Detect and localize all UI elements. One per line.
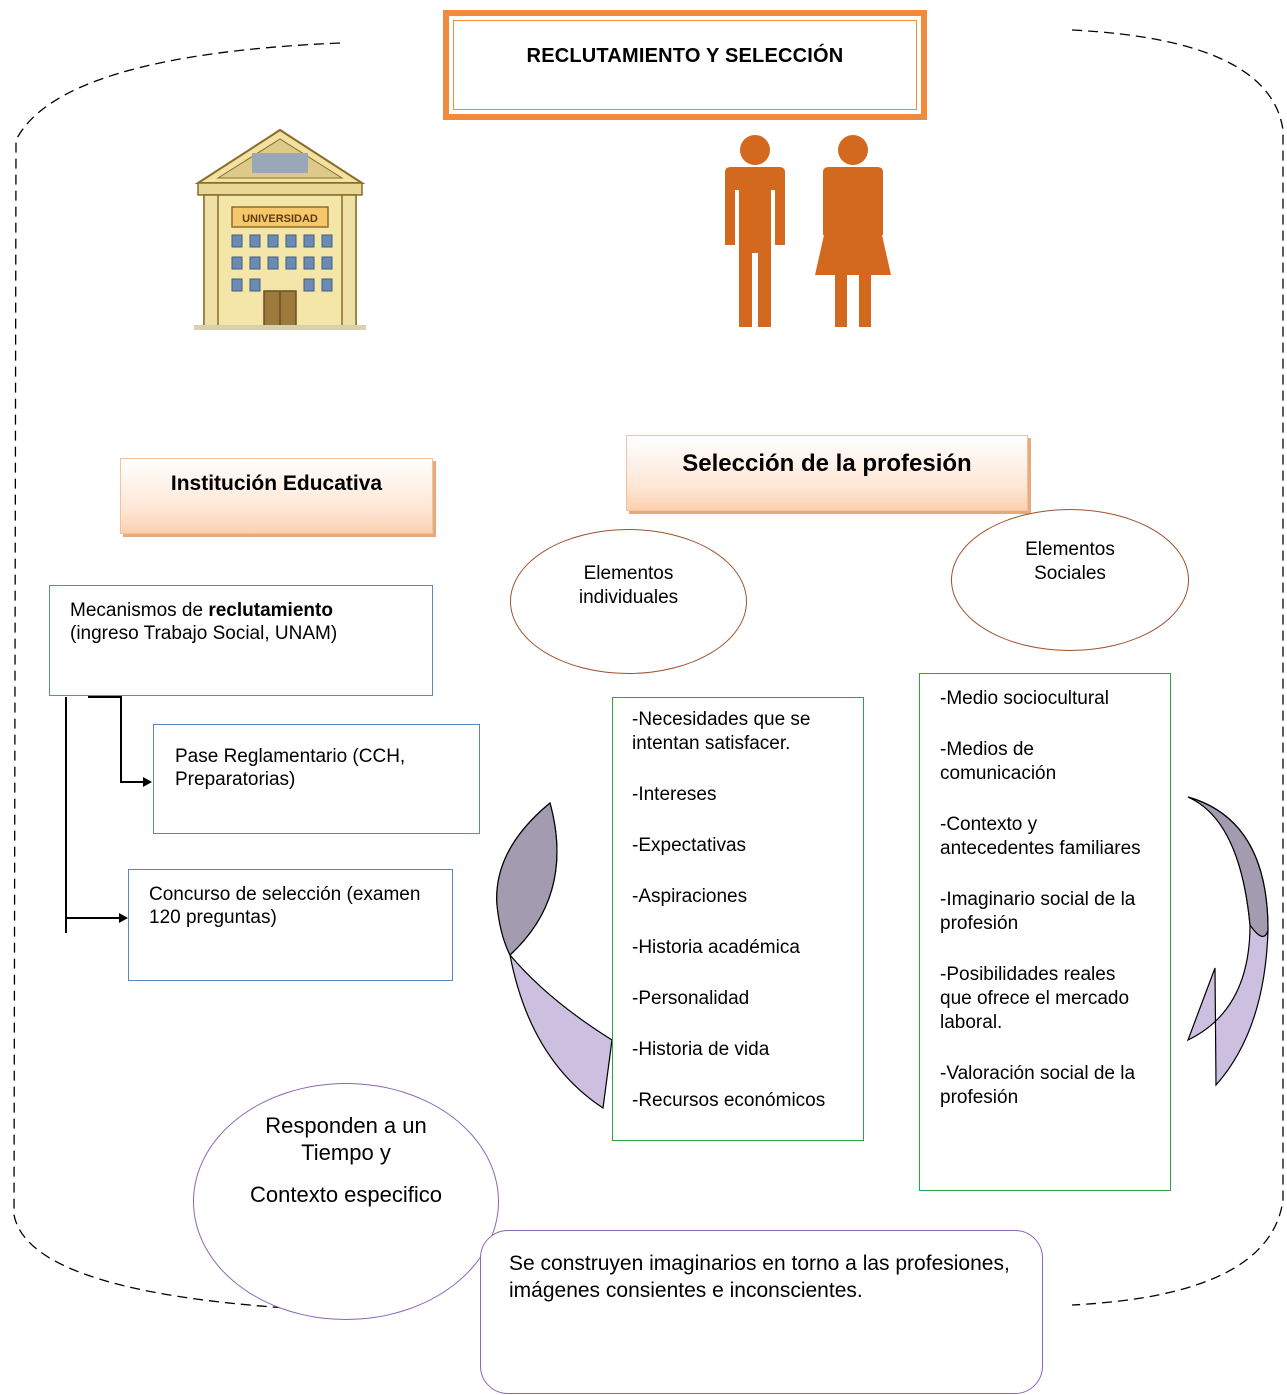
individuales-list: -Necesidades que se intentan satisfacer.…: [612, 697, 864, 1141]
individual-item: -Necesidades que se intentan satisfacer.: [632, 709, 811, 754]
imaginarios-text: Se construyen imaginarios en torno a las…: [509, 1252, 1010, 1302]
mecanismos-box: Mecanismos de reclutamiento (ingreso Tra…: [49, 585, 433, 696]
elementos-individuales-ellipse: Elementos individuales: [510, 529, 747, 674]
individual-item: -Aspiraciones: [632, 886, 748, 907]
social-item: -Valoración social de la profesión: [940, 1063, 1136, 1108]
social-item: -Imaginario social de la profesión: [940, 889, 1136, 934]
mecanismos-bold: reclutamiento: [208, 600, 333, 621]
contexto-text: Contexto especifico: [250, 1182, 442, 1207]
imaginarios-box: Se construyen imaginarios en torno a las…: [480, 1230, 1043, 1394]
curved-arrow-left: [496, 801, 613, 1110]
concurso-text: Concurso de selección (examen 120 pregun…: [149, 884, 421, 928]
tiempo-text: Responden a un Tiempo y: [265, 1113, 427, 1165]
individual-item: -Recursos económicos: [632, 1090, 826, 1111]
sociales-list: -Medio sociocultural -Medios de comunica…: [919, 673, 1171, 1191]
individual-item: -Historia de vida: [632, 1039, 770, 1060]
individual-item: -Intereses: [632, 784, 717, 805]
mecanismos-prefix: Mecanismos de: [70, 600, 209, 621]
curved-arrow-right: [1186, 796, 1269, 1087]
elementos-sociales-ellipse: Elementos Sociales: [951, 509, 1189, 651]
mecanismos-detail: (ingreso Trabajo Social, UNAM): [70, 623, 338, 644]
dashed-frame-top-right: [1071, 29, 1284, 1306]
seleccion-heading-text: Selección de la profesión: [682, 450, 972, 477]
university-sign-text: UNIVERSIDAD: [242, 213, 318, 225]
pase-text: Pase Reglamentario (CCH, Preparatorias): [175, 746, 406, 790]
concurso-box: Concurso de selección (examen 120 pregun…: [128, 869, 453, 981]
social-item: -Posibilidades reales que ofrece el merc…: [940, 964, 1130, 1033]
title-box: RECLUTAMIENTO Y SELECCIÓN: [443, 10, 927, 120]
connector-lines: [65, 696, 150, 933]
diagram-title: RECLUTAMIENTO Y SELECCIÓN: [526, 45, 844, 67]
elementos-sociales-text: Elementos Sociales: [1025, 539, 1115, 584]
seleccion-heading: Selección de la profesión: [626, 435, 1028, 511]
arrow-head-pase: [143, 777, 152, 787]
pase-box: Pase Reglamentario (CCH, Preparatorias): [153, 724, 480, 834]
individual-item: -Personalidad: [632, 988, 750, 1009]
individual-item: -Expectativas: [632, 835, 747, 856]
social-item: -Medio sociocultural: [940, 688, 1109, 709]
university-building-icon: UNIVERSIDAD: [194, 128, 366, 330]
institucion-heading-text: Institución Educativa: [170, 472, 383, 495]
institucion-heading: Institución Educativa: [120, 458, 433, 534]
people-icon: [725, 135, 891, 327]
arrow-head-concurso: [119, 913, 128, 923]
individual-item: -Historia académica: [632, 937, 800, 958]
elementos-individuales-text: Elementos individuales: [578, 563, 679, 608]
social-item: -Medios de comunicación: [940, 739, 1057, 784]
social-item: -Contexto y antecedentes familiares: [940, 814, 1141, 859]
tiempo-contexto-circle: Responden a un Tiempo y Contexto especif…: [193, 1083, 499, 1320]
